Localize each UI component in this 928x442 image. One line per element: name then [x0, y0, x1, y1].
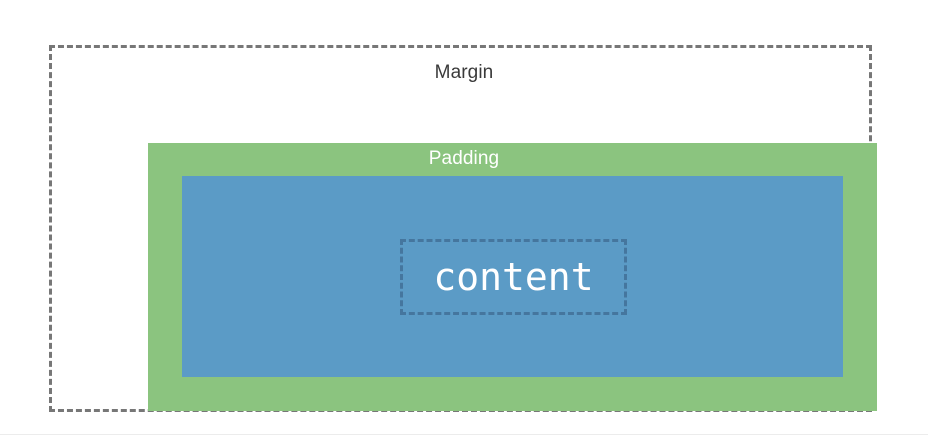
content-box: content — [400, 239, 627, 315]
padding-box — [182, 176, 843, 377]
border-label: Border — [435, 101, 493, 122]
padding-label: Padding — [428, 148, 500, 169]
content-label: content — [433, 255, 594, 299]
page-divider — [0, 434, 928, 435]
margin-box: content — [49, 45, 877, 412]
margin-label: Margin — [434, 62, 494, 83]
